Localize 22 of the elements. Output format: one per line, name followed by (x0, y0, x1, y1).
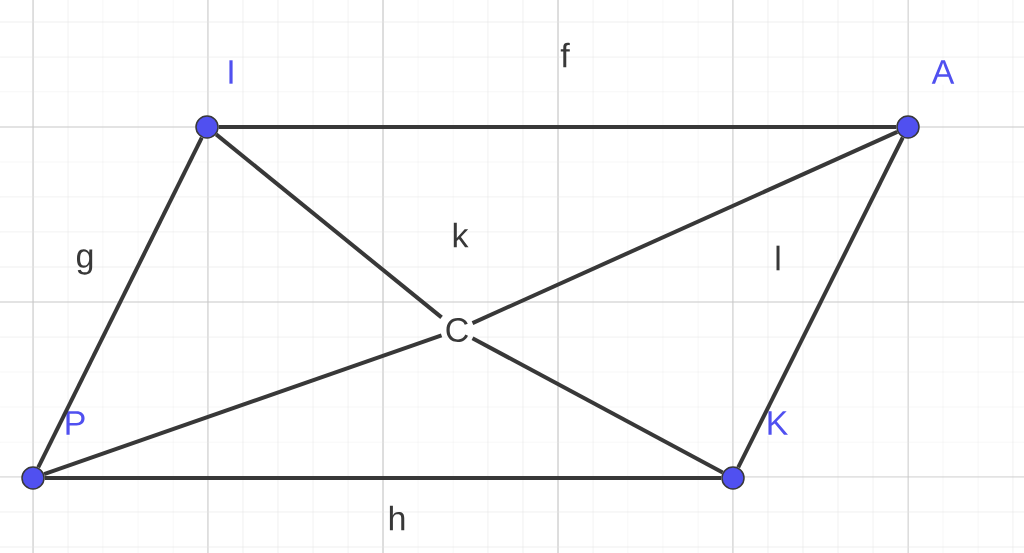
segment (44, 476, 722, 480)
segment (214, 132, 443, 319)
segment-label: h (389, 505, 405, 531)
point: I (195, 59, 237, 139)
segment (36, 136, 204, 469)
node-label: P (66, 411, 85, 435)
point: P (21, 410, 88, 490)
point: K (721, 410, 790, 490)
segment (43, 333, 443, 476)
node-label: K (768, 411, 788, 435)
segment (471, 336, 724, 475)
node-label: A (931, 60, 955, 84)
segment-label: l (776, 245, 780, 271)
segment (218, 125, 897, 129)
segment-label: f (560, 42, 570, 68)
segment (471, 130, 899, 325)
segment-label: k (453, 222, 469, 248)
node-label: I (229, 60, 233, 84)
point: A (896, 59, 956, 139)
point-label: C (446, 317, 468, 342)
segment-label: g (77, 249, 93, 275)
segment (736, 136, 905, 469)
